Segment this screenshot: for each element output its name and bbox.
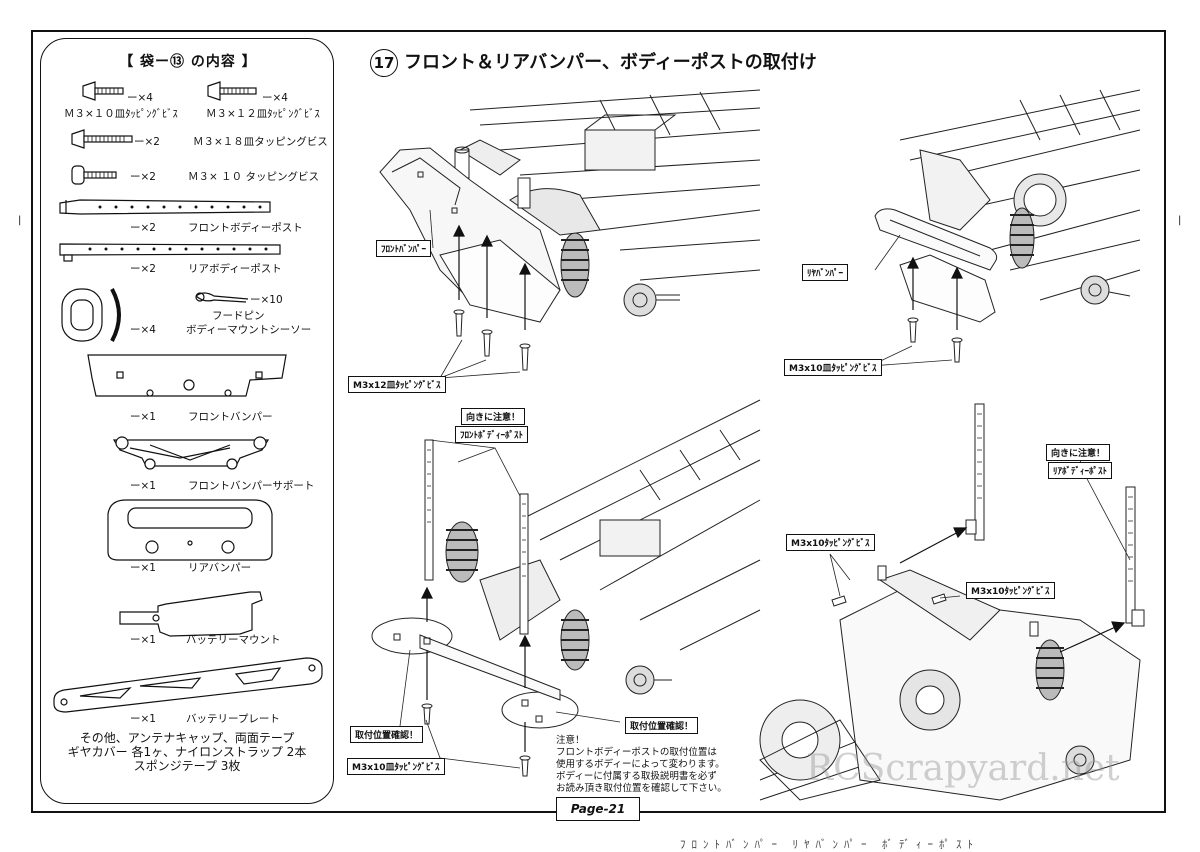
note-line: ボディーに付属する取扱説明書を必ず [556, 771, 717, 782]
callout-rear-body-post: ﾘｱﾎﾞﾃﾞｨｰﾎﾟｽﾄ [1048, 462, 1113, 479]
parts-list-title: 【 袋ー⑬ の内容 】 [119, 54, 257, 70]
label-m3x10-countersunk: Ｍ３×１０皿ﾀｯﾋﾟﾝｸﾞﾋﾞｽ [64, 108, 178, 120]
front-body-post-assembly-diagram [371, 399, 761, 777]
page-number: Page-21 [556, 797, 640, 821]
qty-battery-plate: ー×1 [130, 713, 156, 725]
rear-bumper-assembly-diagram [869, 89, 1141, 367]
note-line: 使用するボディーによって変わります。 [556, 759, 725, 770]
left-registration-mark: | [18, 215, 22, 226]
label-rear-bumper: リアバンパー [188, 562, 252, 574]
qty-m3x10-tapping: ー×2 [130, 171, 156, 183]
rear-bumper-icon [107, 499, 273, 561]
other-contents-line: その他、アンテナキャップ、両面テープ [79, 731, 295, 745]
callout-caution-direction-rear: 向きに注意！ [1046, 444, 1111, 461]
note-line: お読み頂き取付位置を確認して下さい。 [556, 783, 727, 794]
qty-front-bumper-support: ー×1 [130, 480, 156, 492]
note-line: 注意！ [556, 735, 585, 746]
label-front-bumper-support: フロントバンパーサポート [188, 480, 315, 492]
qty-front-bumper: ー×1 [130, 411, 156, 423]
step-title: フロント＆リアバンパー、ボディーポストの取付け [404, 52, 817, 73]
front-bumper-assembly-diagram [379, 89, 761, 379]
step-number-badge: 17 [370, 49, 398, 77]
qty-battery-mount: ー×1 [130, 634, 156, 646]
front-body-post-icon [59, 199, 271, 215]
callout-caution-direction-front: 向きに注意！ [461, 408, 526, 425]
rear-body-post-assembly-diagram [759, 403, 1145, 801]
other-contents: その他、アンテナキャップ、両面テープ ギヤカバー 各1ヶ、ナイロンストラップ 2… [40, 731, 334, 773]
body-mount-seesaw-icon [61, 288, 121, 342]
front-bumper-support-icon [112, 436, 270, 470]
qty-rear-body-post: ー×2 [130, 263, 156, 275]
callout-front-bumper: ﾌﾛﾝﾄﾊﾞﾝﾊﾟｰ [376, 240, 432, 257]
watermark: RCScrapyard.net [806, 748, 1120, 789]
callout-check-position-left: 取付位置確認！ [350, 726, 424, 743]
label-battery-mount: バッテリーマウント [186, 634, 281, 646]
front-bumper-icon [87, 354, 287, 397]
label-m3x12-countersunk: Ｍ３×１２皿ﾀｯﾋﾟﾝｸﾞﾋﾞｽ [206, 108, 320, 120]
m3x12-countersunk-screw-icon [207, 81, 257, 101]
callout-m3x10-countersunk-2: M3x10皿ﾀｯﾋﾟﾝｸﾞﾋﾞｽ [347, 758, 445, 775]
qty-m3x10-countersunk: ー×4 [127, 92, 153, 104]
callout-check-position-right: 取付位置確認！ [625, 717, 699, 734]
cut-off-footer-text: ﾌﾛﾝﾄﾊﾞﾝﾊﾟｰ ﾘﾔﾊﾞﾝﾊﾟｰ ﾎﾞﾃﾞｨｰﾎﾟｽﾄ [680, 838, 979, 851]
callout-front-body-post: ﾌﾛﾝﾄﾎﾞﾃﾞｨｰﾎﾟｽﾄ [455, 426, 529, 443]
callout-rear-bumper: ﾘﾔﾊﾞﾝﾊﾟｰ [802, 264, 849, 281]
qty-hood-pin: ー×10 [250, 294, 283, 306]
right-registration-mark: | [1178, 215, 1182, 226]
m3x10-countersunk-screw-icon [82, 81, 124, 101]
battery-mount-icon [119, 591, 263, 637]
label-body-mount-seesaw: ボディーマウントシーソー [186, 324, 312, 336]
m3x10-tapping-screw-icon [71, 165, 117, 185]
label-rear-body-post: リアボディーポスト [188, 263, 282, 275]
note-line: フロントボディーポストの取付位置は [556, 747, 717, 758]
battery-plate-icon [53, 657, 323, 713]
callout-m3x10-tapping-b: M3x10ﾀｯﾋﾟﾝｸﾞﾋﾞｽ [966, 582, 1055, 599]
qty-front-body-post: ー×2 [130, 222, 156, 234]
callout-m3x10-tapping-a: M3x10ﾀｯﾋﾟﾝｸﾞﾋﾞｽ [786, 534, 875, 551]
other-contents-line: スポンジテープ 3枚 [133, 759, 241, 773]
label-m3x10-tapping: Ｍ３× １０ タッピングビス [188, 171, 319, 183]
parts-list-panel: 【 袋ー⑬ の内容 】 [40, 38, 334, 804]
callout-m3x10-countersunk: M3x10皿ﾀｯﾋﾟﾝｸﾞﾋﾞｽ [784, 359, 882, 376]
label-front-body-post: フロントボディーポスト [188, 222, 303, 234]
qty-body-mount-seesaw: ー×4 [130, 324, 156, 336]
qty-m3x18-countersunk: ー×2 [134, 136, 160, 148]
label-m3x18-countersunk: Ｍ３×１８皿タッピングビス [193, 136, 328, 148]
qty-m3x12-countersunk: ー×4 [262, 92, 288, 104]
hood-pin-icon [195, 292, 249, 303]
step-heading: 17 フロント＆リアバンパー、ボディーポストの取付け [370, 48, 817, 77]
installation-note: 注意！ フロントボディーポストの取付位置は 使用するボディーによって変わります。… [556, 735, 727, 795]
label-battery-plate: バッテリープレート [186, 713, 280, 725]
other-contents-line: ギヤカバー 各1ヶ、ナイロンストラップ 2本 [67, 745, 307, 759]
label-front-bumper: フロントバンパー [188, 411, 273, 423]
qty-rear-bumper: ー×1 [130, 562, 156, 574]
m3x18-countersunk-screw-icon [71, 129, 133, 149]
callout-m3x12-countersunk: M3x12皿ﾀｯﾋﾟﾝｸﾞﾋﾞｽ [348, 376, 446, 393]
label-hood-pin: フードピン [212, 310, 265, 322]
rear-body-post-icon [59, 243, 281, 262]
